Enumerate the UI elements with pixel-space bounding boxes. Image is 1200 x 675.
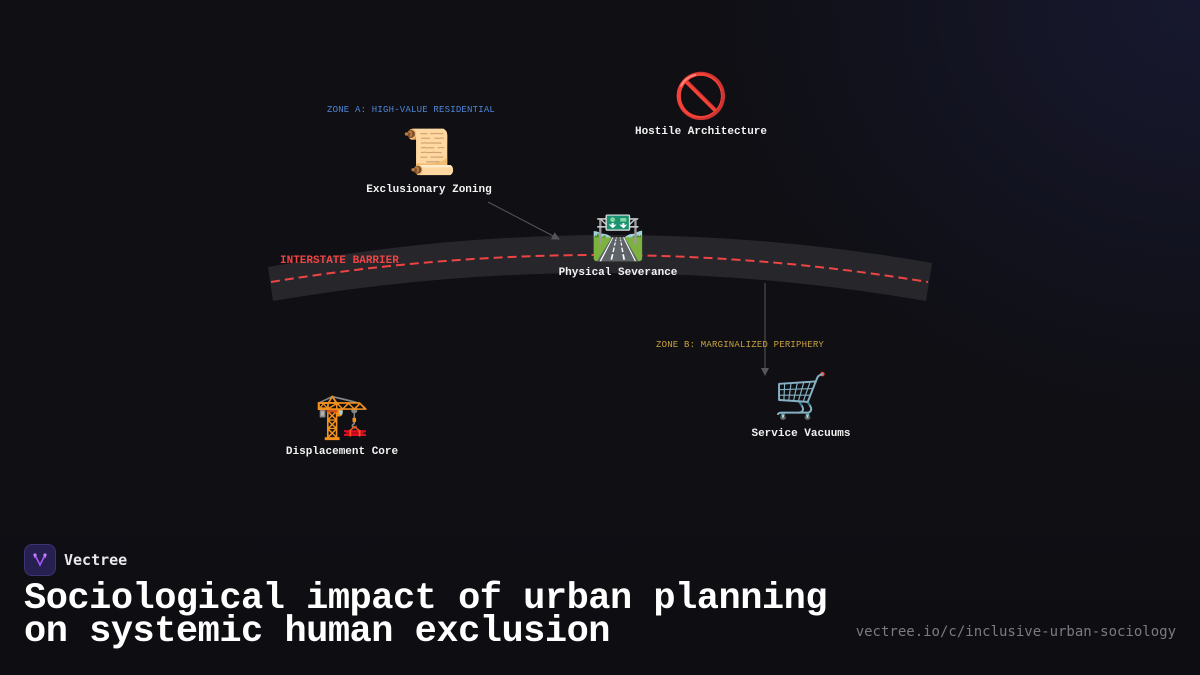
interstate-barrier-label: INTERSTATE BARRIER — [280, 255, 399, 267]
title-line-2: on systemic human exclusion — [24, 611, 611, 653]
source-url[interactable]: vectree.io/c/inclusive-urban-sociology — [855, 624, 1176, 640]
node-label: Hostile Architecture — [634, 126, 768, 138]
vectree-logo-icon — [24, 544, 56, 576]
node-service-vacuums[interactable]: 🛒 Service Vacuums — [746, 371, 856, 441]
node-label: Service Vacuums — [751, 428, 851, 440]
scroll-icon: 📜 — [401, 127, 457, 178]
node-exclusionary-zoning[interactable]: 📜 Exclusionary Zoning — [360, 127, 498, 197]
node-label: Exclusionary Zoning — [366, 184, 492, 196]
edge-zoning-to-severance — [487, 201, 560, 240]
prohibited-icon: 🚫 — [673, 71, 729, 122]
brand: Vectree — [24, 544, 127, 576]
node-hostile-architecture[interactable]: 🚫 Hostile Architecture — [628, 71, 774, 139]
motorway-icon: 🛣️ — [590, 212, 646, 263]
node-physical-severance[interactable]: 🛣️ Physical Severance — [550, 212, 686, 280]
construction-crane-icon: 🏗️ — [314, 391, 370, 442]
brand-name: Vectree — [64, 551, 128, 569]
page-title: Sociological impact of urban planning on… — [24, 578, 828, 653]
node-displacement-core[interactable]: 🏗️ Displacement Core — [280, 391, 404, 459]
zone-b-label: ZONE B: MARGINALIZED PERIPHERY — [656, 340, 825, 350]
shopping-cart-icon: 🛒 — [773, 371, 829, 422]
node-label: Displacement Core — [285, 446, 399, 458]
barrier-line — [270, 254, 929, 283]
zone-a-label: ZONE A: HIGH-VALUE RESIDENTIAL — [327, 105, 496, 115]
title-line-1: Sociological impact of urban planning — [24, 578, 828, 620]
road-band — [268, 234, 932, 301]
node-label: Physical Severance — [558, 267, 678, 279]
